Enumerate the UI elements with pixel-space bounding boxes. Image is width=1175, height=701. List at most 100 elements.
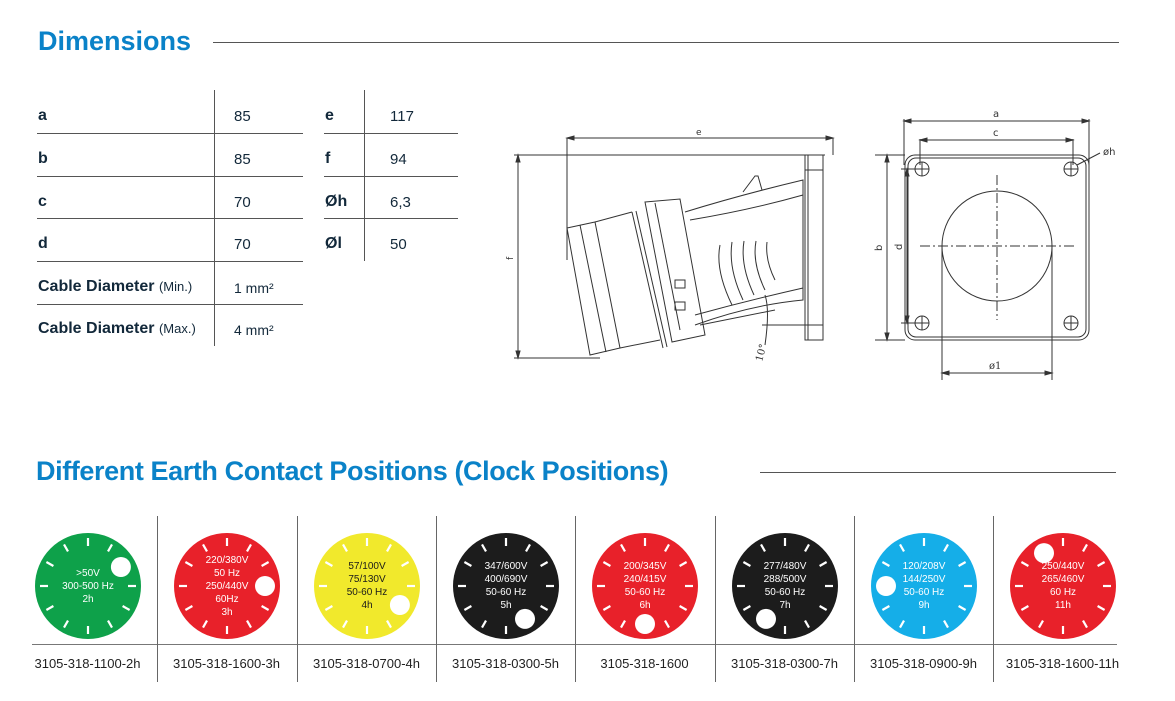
rating-line: 50-60 Hz [346, 587, 388, 598]
row-divider [37, 261, 303, 262]
dim-value-e: 117 [390, 108, 414, 125]
rating-line: 60Hz [215, 594, 239, 605]
earth-contact-title: Different Earth Contact Positions (Clock… [36, 456, 669, 486]
cell-divider [157, 516, 158, 682]
cable-min-qualifier: (Min.) [158, 279, 193, 294]
label-angle: 10° [754, 343, 769, 363]
rating-line: 50-60 Hz [903, 587, 945, 598]
dim-label-c: c [38, 193, 47, 210]
product-code: 3105-318-0300-7h [731, 656, 838, 671]
cell-divider [436, 516, 437, 682]
earth-contact-marker [876, 576, 896, 596]
clock-dial-icon [35, 533, 141, 639]
product-code: 3105-318-1600-11h [1005, 656, 1120, 671]
rating-line: >50V [76, 568, 100, 579]
row-divider [37, 304, 303, 305]
cell-divider [575, 516, 576, 682]
cable-max-label: Cable Diameter [38, 320, 155, 337]
rating-line: 300-500 Hz [62, 581, 114, 592]
dim-label-e: e [325, 107, 334, 124]
dim-label-b: b [38, 150, 48, 167]
rating-line: 50-60 Hz [764, 587, 806, 598]
earth-dial-9h: 120/208V 144/250V 50-60 Hz 9h [871, 533, 977, 639]
rating-line: 11h [1055, 600, 1071, 611]
row-divider [324, 176, 458, 177]
label-f: f [506, 256, 516, 260]
rating-line: 60 Hz [1049, 587, 1077, 598]
rating-line: 144/250V [902, 574, 946, 585]
dim-label-f: f [325, 150, 331, 167]
row-divider [37, 133, 303, 134]
dim-label-cable-max: Cable Diameter (Max.) [38, 320, 196, 338]
title-rule [760, 472, 1116, 473]
dim-label-cable-min: Cable Diameter (Min.) [38, 278, 192, 296]
dim-value-cable-max: 4 mm² [234, 322, 274, 338]
cell-divider [854, 516, 855, 682]
rating-line: 4h [361, 600, 373, 611]
label-a: a [993, 109, 999, 120]
dim-value-b: 85 [234, 151, 251, 168]
row-divider [324, 133, 458, 134]
rating-line: 3h [221, 607, 233, 618]
label-b: b [874, 245, 885, 251]
earth-contact-marker [255, 576, 275, 596]
clock-dial-icon [314, 533, 420, 639]
dim-label-d: d [38, 235, 48, 252]
label-d: d [894, 244, 905, 250]
rating-line: 2h [82, 594, 94, 605]
earth-contact-marker [635, 614, 655, 634]
dim-value-f: 94 [390, 151, 407, 168]
clock-dial-icon [732, 533, 838, 639]
rating-line: 57/100V [348, 561, 386, 572]
product-code: 3105-318-0700-4h [313, 656, 420, 671]
dial-rating-text: >50V 300-500 Hz 2h [35, 567, 141, 606]
earth-contact-marker [515, 608, 535, 629]
rating-line: 120/208V [902, 561, 946, 572]
rating-line: 240/415V [623, 574, 667, 585]
rating-line: 347/600V [484, 561, 528, 572]
rating-line: 9h [918, 600, 930, 611]
rating-line: 7h [779, 600, 791, 611]
earth-contact-marker [110, 557, 131, 577]
grid-rule [32, 644, 1117, 645]
dim-value-a: 85 [234, 108, 251, 125]
rating-line: 6h [639, 600, 651, 611]
side-view-drawing: e f 10° [506, 128, 835, 363]
product-code: 3105-318-0900-9h [870, 656, 977, 671]
rating-line: 50-60 Hz [624, 587, 666, 598]
earth-contact-marker [1034, 543, 1054, 564]
clock-dial-icon [174, 533, 280, 639]
rating-line: 265/460V [1041, 574, 1085, 585]
label-c: c [993, 128, 999, 139]
product-code: 3105-318-1600 [600, 656, 689, 671]
cable-min-label: Cable Diameter [38, 278, 155, 295]
earth-contact-marker [389, 595, 410, 615]
rating-line: 277/480V [763, 561, 807, 572]
rating-line: 50-60 Hz [485, 587, 527, 598]
product-code: 3105-318-1600-3h [173, 656, 280, 671]
earth-dial-2h: >50V 300-500 Hz 2h [35, 533, 141, 639]
product-code: 3105-318-1100-2h [34, 656, 141, 671]
dim-value-l: 50 [390, 236, 407, 253]
product-code: 3105-318-0300-5h [452, 656, 559, 671]
table-divider [364, 90, 365, 261]
label-l: ø1 [989, 361, 1001, 372]
earth-contact-marker [756, 608, 776, 629]
dial-rating-text: 120/208V 144/250V 50-60 Hz 9h [871, 560, 977, 612]
clock-dial-icon [453, 533, 559, 639]
clock-dial-icon [871, 533, 977, 639]
cell-divider [297, 516, 298, 682]
rating-line: 220/380V [205, 555, 249, 566]
rating-line: 5h [500, 600, 512, 611]
label-h: øh [1103, 147, 1115, 158]
